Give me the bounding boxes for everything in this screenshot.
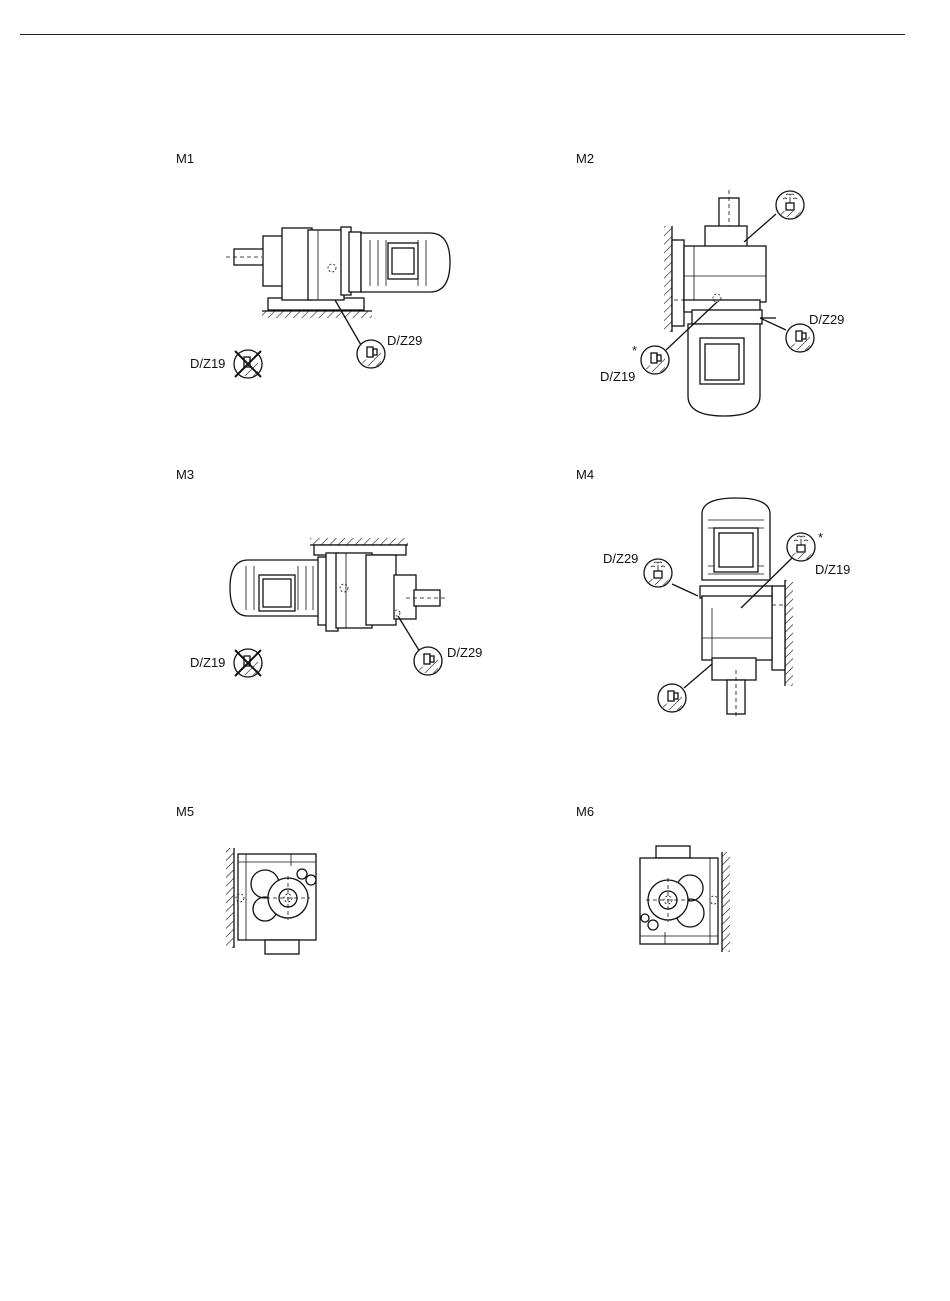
gearmotor-m6-drawing bbox=[0, 0, 950, 1000]
